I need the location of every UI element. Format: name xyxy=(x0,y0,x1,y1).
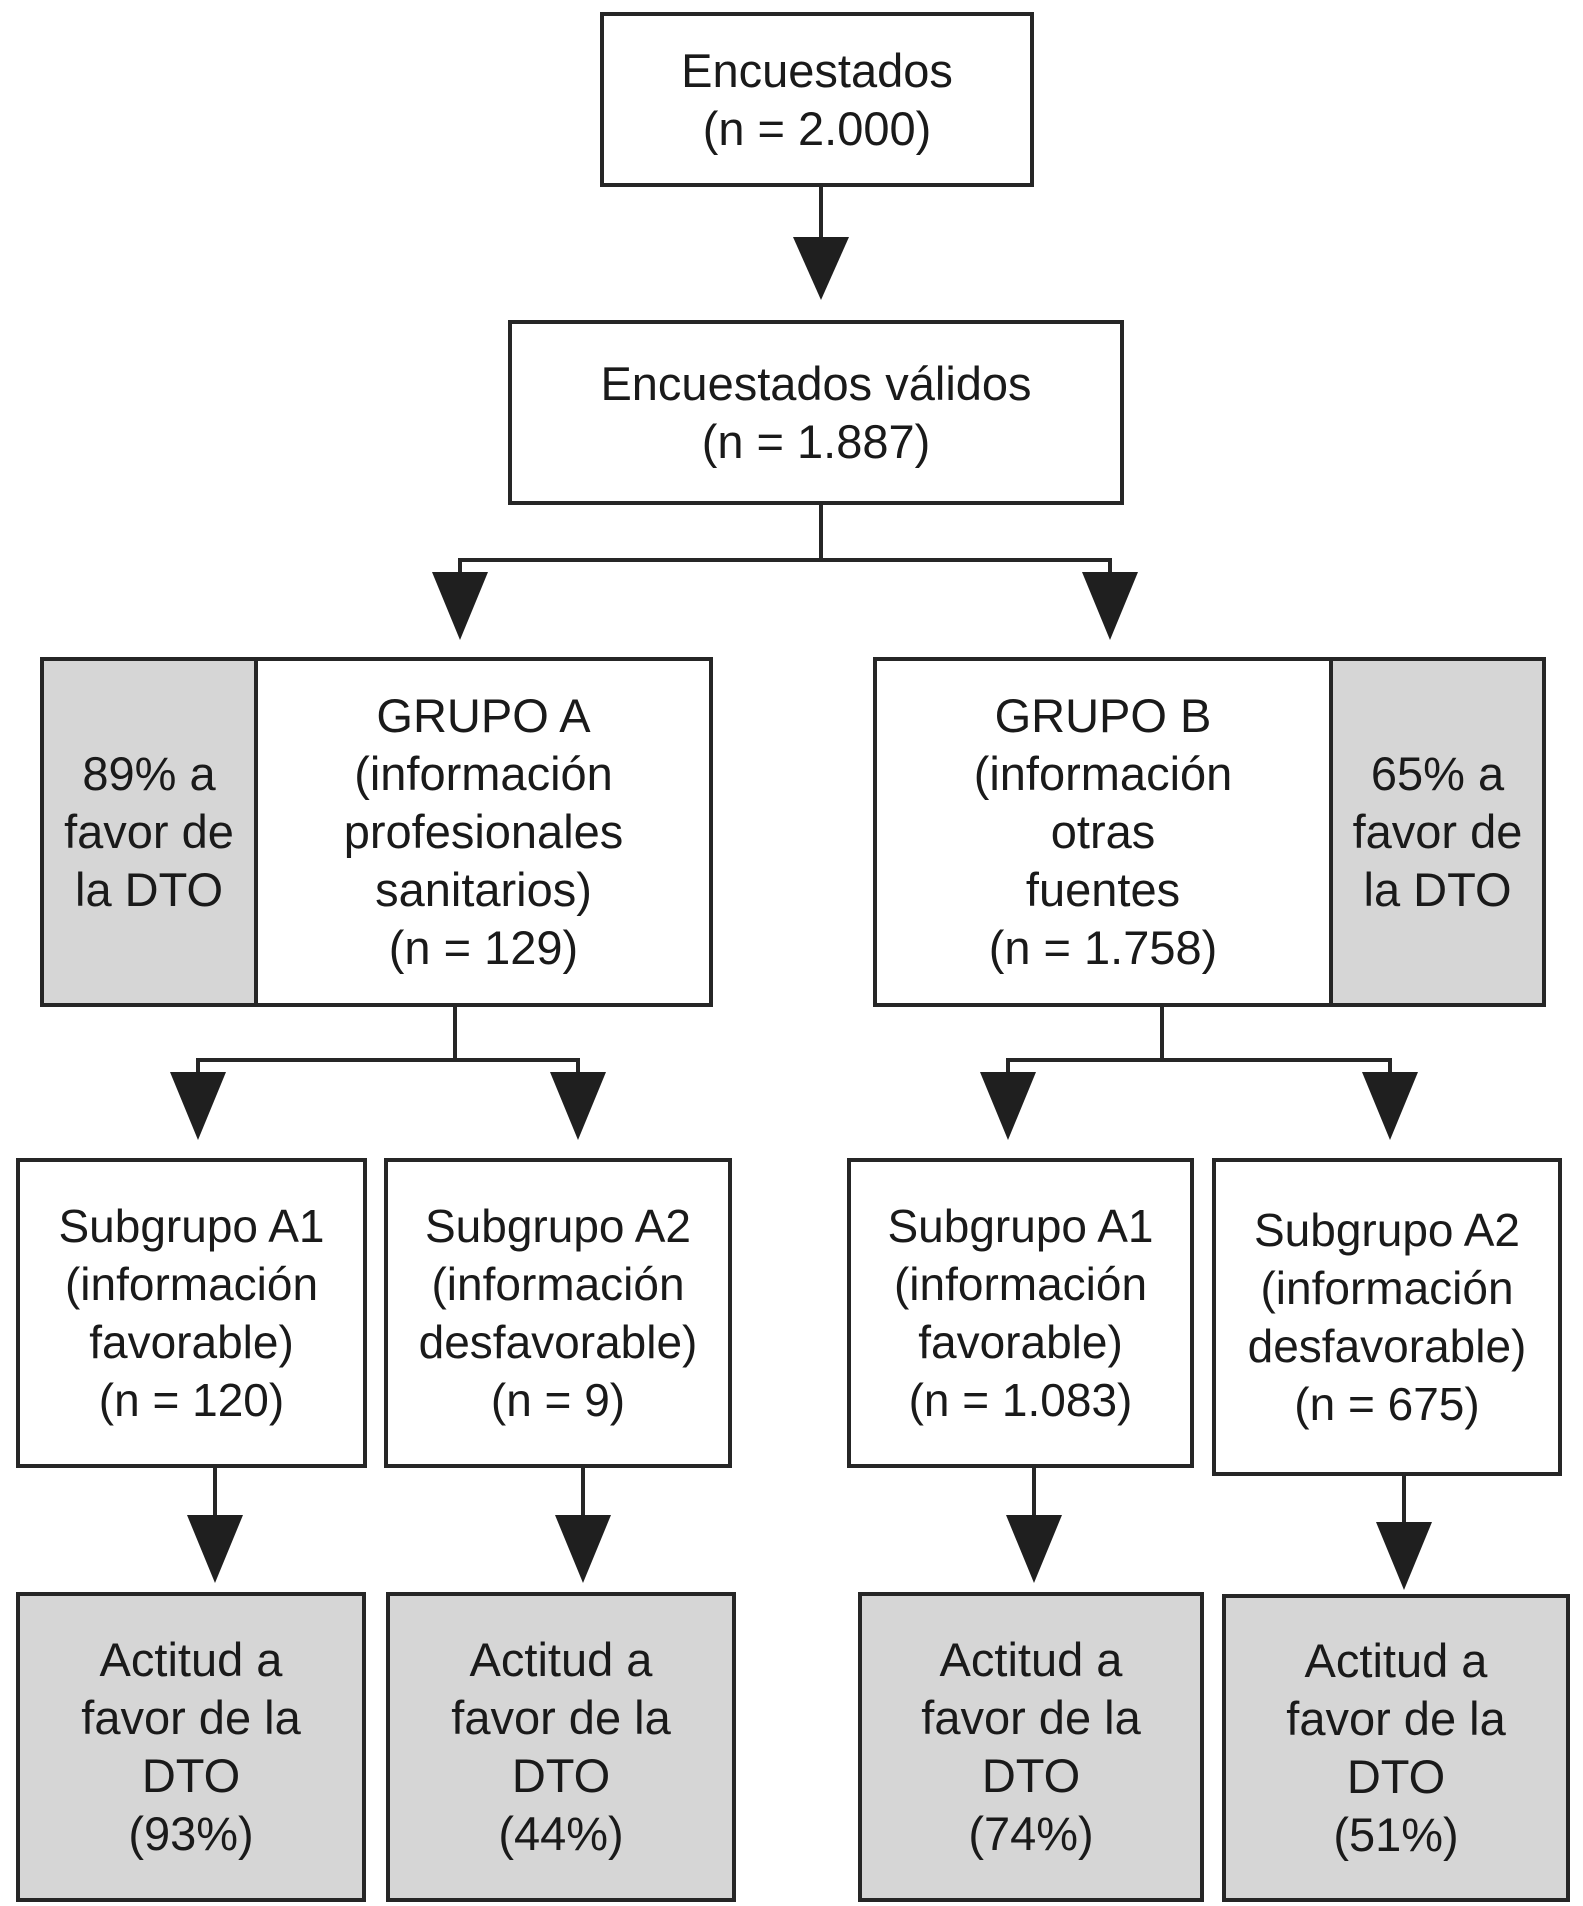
box-line: desfavorable) xyxy=(418,1316,698,1368)
subgroup-a1-box: Subgrupo A1 (información favorable) (n =… xyxy=(16,1158,367,1468)
box-line: fuentes xyxy=(1025,863,1181,916)
group-b-percentage-box: 65% a favor de la DTO xyxy=(1329,657,1546,1007)
box-line: favor de la xyxy=(1286,1692,1506,1745)
box-line: (n = 1.887) xyxy=(701,414,931,468)
result-a1-box: Actitud a favor de la DTO (93%) xyxy=(16,1592,366,1902)
box-encuestados-validos: Encuestados válidos (n = 1.887) xyxy=(508,320,1124,505)
box-line: favor de la xyxy=(451,1691,671,1744)
box-line: Actitud a xyxy=(469,1633,653,1686)
box-line: (información xyxy=(973,747,1233,800)
arrowhead-res-b2 xyxy=(1376,1522,1432,1590)
box-line: favorable) xyxy=(918,1316,1123,1368)
connector-group-b-to-sub-b2 xyxy=(1162,1058,1392,1075)
connector-valid-to-group-b xyxy=(821,558,1112,575)
box-line: (51%) xyxy=(1333,1808,1459,1861)
box-line: sanitarios) xyxy=(375,863,592,916)
box-line: (información xyxy=(354,747,613,800)
box-line: (n = 129) xyxy=(388,921,579,974)
box-line: desfavorable) xyxy=(1247,1320,1527,1372)
subgroup-b1-box: Subgrupo A1 (información favorable) (n =… xyxy=(847,1158,1194,1468)
arrowhead-sub-a2 xyxy=(550,1072,606,1140)
box-line: favor de la xyxy=(81,1691,301,1744)
arrowhead-sub-b2 xyxy=(1362,1072,1418,1140)
box-line: (n = 1.083) xyxy=(908,1374,1133,1426)
box-line: DTO xyxy=(981,1749,1081,1802)
box-line: 89% a xyxy=(82,747,216,800)
connector-group-a-to-sub-a2 xyxy=(455,1058,580,1075)
box-line: Encuestados válidos xyxy=(600,356,1032,410)
group-a-percentage-box: 89% a favor de la DTO xyxy=(40,657,258,1007)
subgroup-b2-box: Subgrupo A2 (información desfavorable) (… xyxy=(1212,1158,1562,1476)
box-line: favor de xyxy=(1352,805,1523,858)
box-line: (n = 120) xyxy=(98,1374,285,1426)
box-line: (n = 1.758) xyxy=(988,921,1218,974)
box-line: Subgrupo A2 xyxy=(1253,1204,1520,1256)
arrowhead-res-b1 xyxy=(1006,1515,1062,1583)
box-line: (n = 2.000) xyxy=(702,101,932,155)
box-line: Encuestados xyxy=(681,43,953,97)
result-a2-box: Actitud a favor de la DTO (44%) xyxy=(386,1592,736,1902)
subgroup-a2-box: Subgrupo A2 (información desfavorable) (… xyxy=(384,1158,732,1468)
box-line: GRUPO A xyxy=(376,689,591,742)
box-encuestados: Encuestados (n = 2.000) xyxy=(600,12,1034,187)
arrowhead-res-a1 xyxy=(187,1515,243,1583)
box-line: DTO xyxy=(1346,1750,1446,1803)
box-line: DTO xyxy=(511,1749,611,1802)
box-line: la DTO xyxy=(75,863,223,916)
connector-group-a-to-subgroups xyxy=(196,1005,457,1075)
box-line: Subgrupo A1 xyxy=(58,1200,325,1252)
box-line: DTO xyxy=(141,1749,241,1802)
result-b1-box: Actitud a favor de la DTO (74%) xyxy=(858,1592,1204,1902)
arrowhead-sub-a1 xyxy=(170,1072,226,1140)
box-line: (44%) xyxy=(498,1807,624,1860)
connector-group-b-to-subgroups xyxy=(1006,1005,1164,1075)
box-line: (información xyxy=(64,1258,319,1310)
box-line: Actitud a xyxy=(99,1633,283,1686)
box-line: Subgrupo A2 xyxy=(424,1200,691,1252)
arrowhead-res-a2 xyxy=(555,1515,611,1583)
box-line: favor de la xyxy=(921,1691,1141,1744)
box-line: (información xyxy=(431,1258,685,1310)
box-line: GRUPO B xyxy=(994,689,1212,742)
box-line: la DTO xyxy=(1363,863,1512,916)
box-line: (n = 675) xyxy=(1294,1378,1480,1430)
box-line: favor de xyxy=(64,805,234,858)
box-line: (n = 9) xyxy=(490,1374,626,1426)
connector-valid-to-groups xyxy=(458,505,823,575)
arrowhead-sub-b1 xyxy=(980,1072,1036,1140)
arrowhead-valid xyxy=(793,237,849,300)
box-line: profesionales xyxy=(343,805,624,858)
box-line: (información xyxy=(893,1258,1148,1310)
box-line: (74%) xyxy=(968,1807,1094,1860)
arrowhead-group-b xyxy=(1082,572,1138,640)
box-line: Actitud a xyxy=(1304,1634,1488,1687)
box-line: Actitud a xyxy=(939,1633,1123,1686)
group-b-box: GRUPO B (información otras fuentes (n = … xyxy=(873,657,1333,1007)
arrowhead-group-a xyxy=(432,572,488,640)
group-a-box: GRUPO A (información profesionales sanit… xyxy=(254,657,713,1007)
box-line: (información xyxy=(1260,1262,1514,1314)
box-line: otras xyxy=(1050,805,1156,858)
result-b2-box: Actitud a favor de la DTO (51%) xyxy=(1222,1594,1570,1902)
box-line: favorable) xyxy=(89,1316,294,1368)
box-line: 65% a xyxy=(1370,747,1505,800)
box-line: (93%) xyxy=(128,1807,254,1860)
box-line: Subgrupo A1 xyxy=(887,1200,1154,1252)
